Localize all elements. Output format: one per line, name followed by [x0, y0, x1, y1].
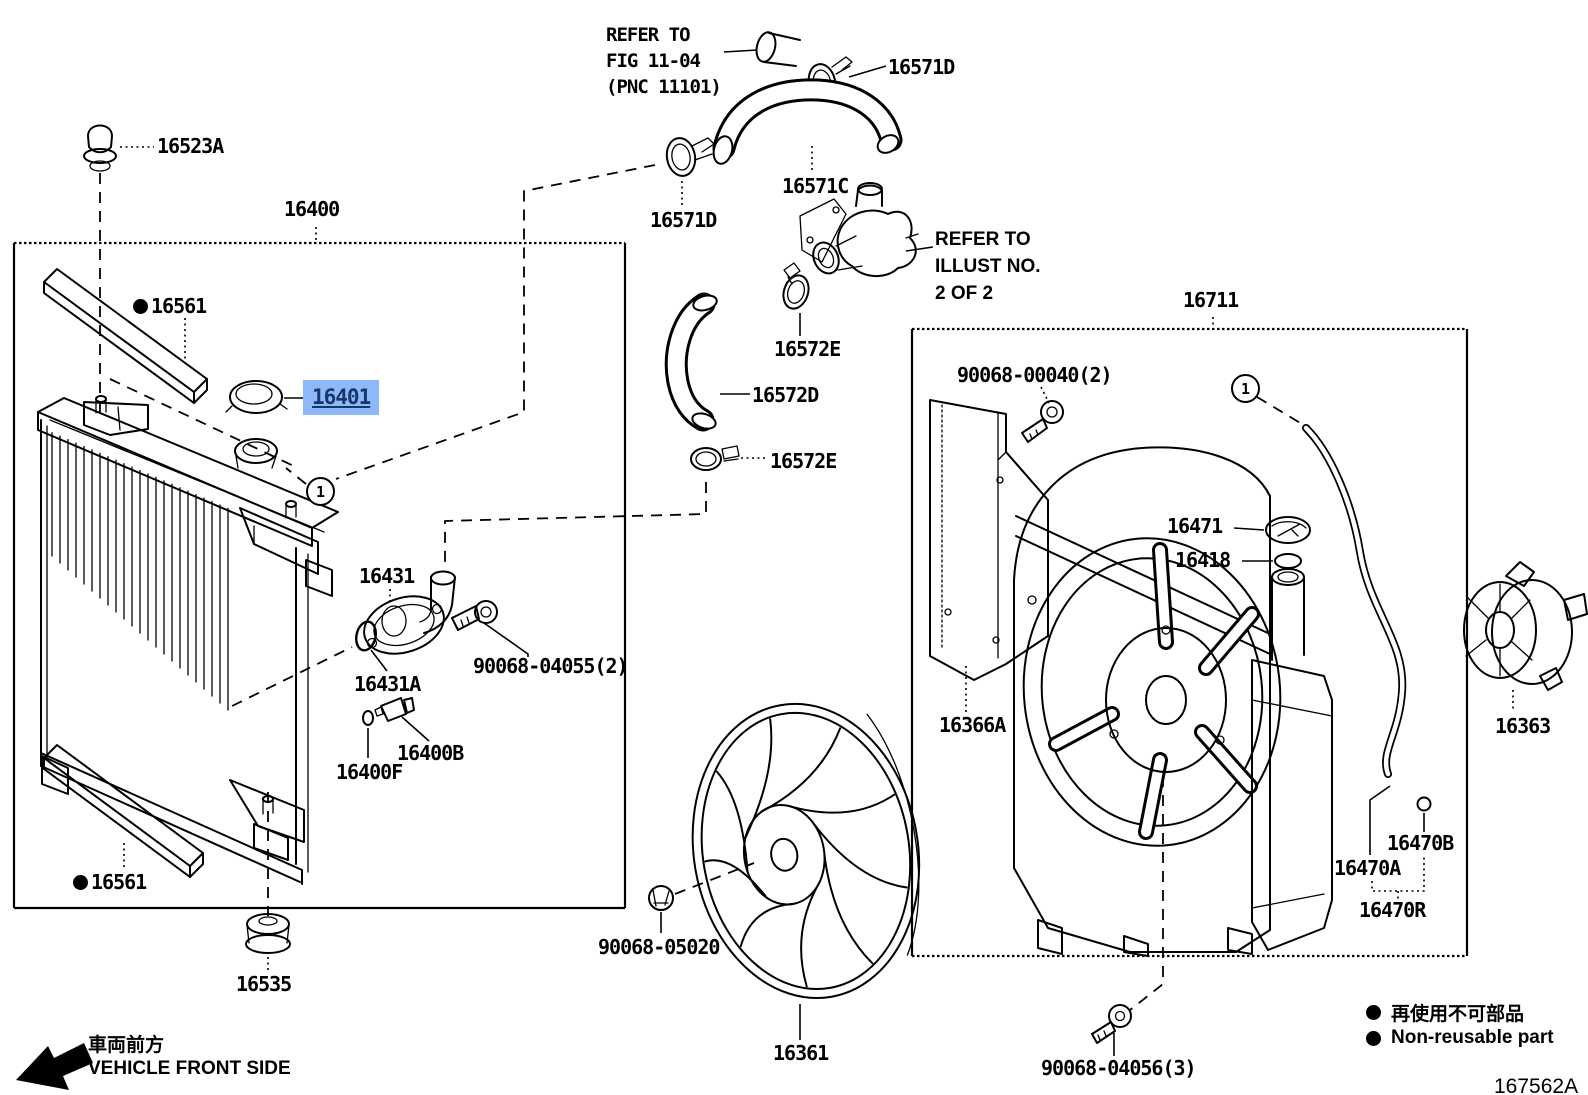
- fan-shroud-assembly-box: [910, 327, 1469, 958]
- hose-16571c-art: [712, 78, 903, 165]
- diagram-id: 167562A: [1494, 1075, 1579, 1095]
- non-reusable-dot: [1366, 1030, 1381, 1046]
- reserve-tank-art: [1251, 568, 1333, 951]
- non-reusable-dot: [1366, 1005, 1381, 1020]
- fan-16361-art: [691, 702, 921, 1000]
- note-line: REFER TO: [606, 24, 691, 46]
- part-label-16572e-lower[interactable]: 16572E: [770, 449, 837, 473]
- shroud-plate-16366a-art: [929, 399, 1049, 681]
- note-line: (PNC 11101): [606, 76, 722, 98]
- callout-circle-1-right: 1: [1231, 374, 1260, 403]
- part-label-16572d[interactable]: 16572D: [752, 383, 819, 407]
- vehicle-front-side-note: 車両前方 VEHICLE FRONT SIDE: [88, 1034, 291, 1080]
- part-label-16400b[interactable]: 16400B: [397, 741, 464, 765]
- overflow-tube-art: [1302, 424, 1407, 778]
- note-line: REFER TO: [935, 229, 1031, 250]
- part-label-16571d-upper[interactable]: 16571D: [888, 55, 955, 79]
- note-line: 2 OF 2: [935, 283, 994, 304]
- bolt-90068-00040-art: [1021, 400, 1064, 443]
- part-label-16535[interactable]: 16535: [236, 972, 292, 996]
- part-label-16572e-upper[interactable]: 16572E: [774, 337, 841, 361]
- cap-16471-art: [1265, 516, 1311, 544]
- gasket-16431a-art: [355, 620, 377, 652]
- part-label-16711[interactable]: 16711: [1183, 288, 1239, 312]
- part-label-16571c[interactable]: 16571C: [782, 174, 849, 198]
- part-label-16400f[interactable]: 16400F: [336, 760, 403, 784]
- part-label-16401-highlighted[interactable]: 16401: [303, 380, 380, 415]
- radiator-assembly-box: [12, 241, 627, 910]
- radiator-art: [37, 395, 339, 885]
- callout-circle-1-left: 1: [306, 477, 335, 506]
- part-label-16366a[interactable]: 16366A: [939, 713, 1006, 737]
- legend-text-jp: 再使用不可部品: [1391, 1004, 1525, 1025]
- water-outlet-16431-art: [363, 570, 456, 655]
- drain-plug-16523a-art: [83, 124, 117, 172]
- hose-16572d-art: [664, 292, 718, 432]
- bolt-90068-04055-art: [451, 600, 498, 631]
- part-label-16400[interactable]: 16400: [284, 197, 340, 221]
- legend-text-en: Non-reusable part: [1391, 1027, 1554, 1048]
- construction-dashes: [99, 164, 1303, 1011]
- legend-row-jp: 再使用不可部品: [1366, 999, 1524, 1026]
- non-reusable-dot: [73, 875, 88, 890]
- fan-motor-16363-art: [1463, 561, 1588, 691]
- part-label-16470a[interactable]: 16470A: [1334, 856, 1401, 880]
- non-reusable-dot: [133, 299, 148, 314]
- front-side-jp: 車両前方: [88, 1035, 165, 1056]
- thermostat-housing-art: [799, 182, 919, 277]
- clamp-16572e-lower-art: [690, 445, 740, 471]
- clamp-16571d-lower-art: [665, 137, 715, 177]
- part-number-text: 16561: [91, 870, 147, 894]
- water-inlet-pipe-art: [755, 31, 801, 67]
- part-label-16470b[interactable]: 16470B: [1387, 831, 1454, 855]
- drain-cock-16400b-art: [374, 697, 415, 722]
- part-label-90068-04055[interactable]: 90068-04055(2): [473, 654, 629, 678]
- oring-16400f-art: [362, 710, 374, 726]
- part-number-text: 16561: [151, 294, 207, 318]
- note-line: FIG 11-04: [606, 50, 701, 72]
- part-label-16418[interactable]: 16418: [1175, 548, 1231, 572]
- part-label-16431[interactable]: 16431: [359, 564, 415, 588]
- radiator-core-fins: [51, 432, 229, 711]
- part-label-90068-00040[interactable]: 90068-00040(2): [957, 363, 1113, 387]
- radiator-cap-16401-art: [225, 380, 288, 414]
- front-side-en: VEHICLE FRONT SIDE: [88, 1058, 291, 1079]
- leader-lines: [120, 49, 1514, 1056]
- part-label-16561-bottom[interactable]: 16561: [73, 870, 147, 894]
- refer-to-fig-note: REFER TO FIG 11-04 (PNC 11101): [606, 22, 722, 100]
- part-label-16431a[interactable]: 16431A: [354, 672, 421, 696]
- support-16561-top-art: [43, 268, 208, 404]
- part-label-16363[interactable]: 16363: [1495, 714, 1551, 738]
- nut-90068-05020-art: [648, 885, 674, 911]
- part-label-16523a[interactable]: 16523A: [157, 134, 224, 158]
- part-label-90068-04056[interactable]: 90068-04056(3): [1041, 1056, 1197, 1080]
- oring-16418-art: [1274, 553, 1302, 569]
- part-label-90068-05020[interactable]: 90068-05020: [598, 935, 720, 959]
- tube-ring-16470b-art: [1416, 796, 1432, 812]
- fan-shroud-16711-art: [1013, 446, 1282, 957]
- support-16561-bottom-art: [43, 744, 204, 878]
- part-label-16571d-lower[interactable]: 16571D: [650, 208, 717, 232]
- part-label-16471[interactable]: 16471: [1167, 514, 1223, 538]
- refer-to-illust-note: REFER TO ILLUST NO. 2 OF 2: [935, 226, 1041, 307]
- grommet-16535-art: [245, 913, 291, 954]
- note-line: ILLUST NO.: [935, 256, 1041, 277]
- bolt-90068-04056-art: [1091, 1004, 1132, 1044]
- part-label-16561-top[interactable]: 16561: [133, 294, 207, 318]
- legend-row-en: Non-reusable part: [1366, 1027, 1554, 1049]
- part-label-16361[interactable]: 16361: [773, 1041, 829, 1065]
- part-label-16470r[interactable]: 16470R: [1359, 898, 1426, 922]
- vehicle-front-arrow: [16, 1043, 93, 1090]
- clamp-16572e-upper-art: [782, 262, 810, 310]
